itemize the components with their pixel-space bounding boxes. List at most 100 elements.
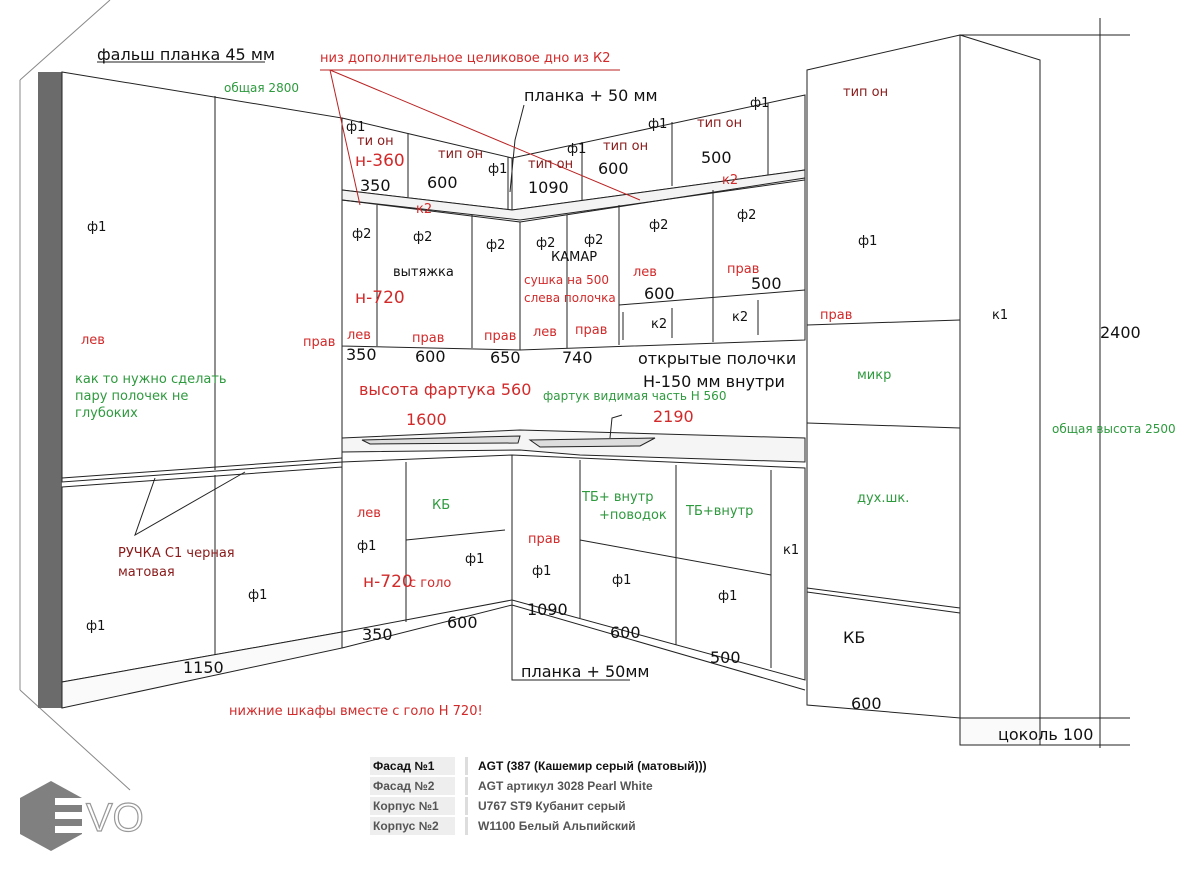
label-plank-50: планка + 50 мм	[524, 86, 658, 105]
label-width: 600	[415, 347, 446, 366]
handle-callout	[134, 471, 246, 537]
hob	[361, 435, 521, 445]
label-backsplash-height: высота фартука 560	[359, 380, 532, 399]
label-body: к2	[722, 173, 739, 188]
label-width: 600	[447, 613, 478, 632]
label-drawer-note: +поводок	[599, 508, 667, 523]
legend-row: Фасад №1 AGT (387 (Кашемир серый (матовый…	[370, 756, 707, 776]
label-kb: КБ	[843, 628, 866, 647]
label-shelf-note: глубоких	[75, 406, 138, 421]
label-hinge-right: прав	[484, 329, 517, 344]
label-total-2800: общая 2800	[224, 81, 299, 95]
label-width: 1090	[527, 600, 568, 619]
legend-value: AGT артикул 3028 Pearl White	[478, 779, 653, 793]
label-facade: ф1	[612, 573, 632, 588]
label-hinge-left: лев	[357, 506, 381, 521]
tall-column-side	[959, 34, 1041, 719]
label-width: 600	[644, 284, 675, 303]
label-plinth-100: цоколь 100	[998, 725, 1094, 744]
label-body: к2	[416, 202, 433, 217]
annotation-line	[329, 69, 361, 206]
label-hinge-right: прав	[528, 532, 561, 547]
label-width: 500	[701, 148, 732, 167]
label-total-height: общая высота 2500	[1052, 422, 1176, 436]
plank-callout-top	[509, 104, 525, 193]
label-drawer-note: ТБ+внутр	[686, 504, 754, 519]
label-shelf-left: слева полочка	[524, 291, 616, 305]
label-width: 350	[360, 176, 391, 195]
label-kb: КБ	[432, 498, 451, 513]
label-handle: матовая	[118, 565, 175, 580]
label-facade: ф1	[567, 142, 587, 157]
label-height: н-720	[355, 288, 405, 308]
label-width: 600	[851, 694, 882, 713]
label-facade: ф1	[465, 552, 485, 567]
legend-value: U767 ST9 Кубанит серый	[478, 799, 626, 813]
label-kamar: КАМАР	[551, 250, 598, 265]
label-false-plank: фальш планка 45 мм	[97, 45, 275, 64]
label-hinge-right: прав	[303, 335, 336, 350]
label-facade: ф1	[858, 234, 878, 249]
label-dryer: сушка на 500	[524, 273, 610, 287]
label-facade: ф2	[584, 233, 604, 248]
evo-logo: VO	[20, 781, 144, 851]
label-shelf-note: пару полочек не	[75, 389, 189, 404]
base-cabinets-right	[511, 454, 806, 681]
label-shelf-note: как то нужно сделать	[75, 372, 227, 387]
label-hinge-left: лев	[633, 265, 657, 280]
label-height: н-720	[363, 572, 413, 592]
legend-value: W1100 Белый Альпийский	[478, 819, 636, 833]
label-width: 650	[490, 348, 521, 367]
annotation-line	[329, 69, 641, 201]
label-facade: ф1	[86, 619, 106, 634]
label-hinge-left: лев	[81, 333, 105, 348]
label-facade: ф1	[248, 588, 268, 603]
label-width: 500	[751, 274, 782, 293]
legend-key: Корпус №2	[370, 817, 455, 835]
label-hood: вытяжка	[393, 265, 454, 280]
label-hinge-left: лев	[533, 325, 557, 340]
legend-key: Фасад №2	[370, 777, 455, 795]
label-facade: ф2	[649, 218, 669, 233]
label-hinge-right: прав	[412, 331, 445, 346]
label-width: 500	[710, 648, 741, 667]
label-run-1600: 1600	[406, 410, 447, 429]
left-wall	[38, 72, 62, 708]
label-facade: ф2	[413, 230, 433, 245]
label-hinge-right: прав	[575, 323, 608, 338]
label-width: 1090	[528, 178, 569, 197]
label-width: 740	[562, 348, 593, 367]
label-facade: ф1	[648, 117, 668, 132]
label-facade: ф1	[357, 539, 377, 554]
label-width: 600	[598, 159, 629, 178]
legend-row: Фасад №2 AGT артикул 3028 Pearl White	[370, 776, 707, 796]
plank-callout	[511, 590, 630, 681]
label-facade: ф2	[737, 208, 757, 223]
label-base-note: нижние шкафы вместе с голо Н 720!	[229, 704, 483, 719]
label-type: тип он	[843, 85, 889, 100]
label-facade: ф1	[718, 589, 738, 604]
label-type: тип он	[697, 116, 743, 131]
guide-line	[19, 0, 111, 81]
svg-text:VO: VO	[86, 796, 144, 840]
label-facade: ф1	[87, 220, 107, 235]
label-width: 600	[427, 173, 458, 192]
label-gola: с голо	[409, 576, 452, 591]
label-type: тип он	[438, 147, 484, 162]
label-body: к1	[783, 543, 800, 558]
label-body: к2	[651, 317, 668, 332]
label-handle: РУЧКА С1 черная	[118, 546, 235, 561]
label-oven: дух.шк.	[857, 491, 910, 506]
legend-value: AGT (387 (Кашемир серый (матовый)))	[478, 759, 707, 773]
label-width: 1150	[183, 658, 224, 677]
label-height: н-360	[355, 151, 405, 171]
wall-cabinets-right	[519, 177, 806, 351]
materials-legend: Фасад №1 AGT (387 (Кашемир серый (матовый…	[370, 756, 707, 836]
label-facade: ф1	[750, 96, 770, 111]
label-body: к2	[732, 310, 749, 325]
label-plank-50-bottom: планка + 50мм	[521, 662, 650, 681]
legend-key: Фасад №1	[370, 757, 455, 775]
label-facade: ф2	[352, 227, 372, 242]
